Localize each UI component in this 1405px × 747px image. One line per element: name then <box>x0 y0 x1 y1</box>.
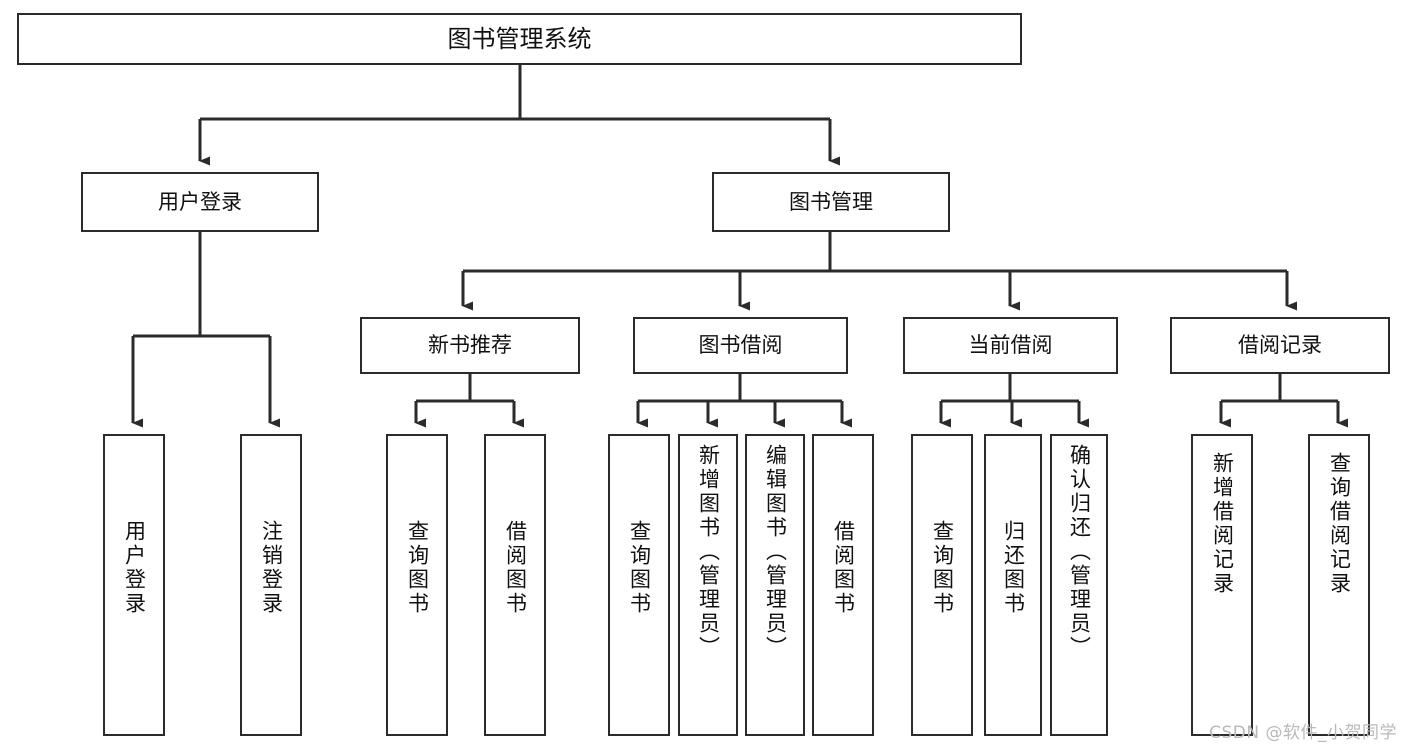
node-label: 用户登录 <box>158 189 242 214</box>
leaf-confirm-return-admin[interactable]: 确认归还（管理员） <box>1050 434 1108 736</box>
leaf-user-login[interactable]: 用户登录 <box>103 434 165 736</box>
leaf-label: 借阅图书 <box>831 520 856 616</box>
leaf-add-borrow-record[interactable]: 新增借阅记录 <box>1191 434 1253 736</box>
leaf-label: 新增借阅记录 <box>1210 452 1235 596</box>
leaf-label: 查询图书 <box>930 520 955 616</box>
leaf-label: 查询图书 <box>405 520 430 616</box>
leaf-label: 注销登录 <box>259 520 284 616</box>
leaf-label: 归还图书 <box>1001 520 1026 616</box>
leaf-query-borrow-record[interactable]: 查询借阅记录 <box>1308 434 1370 736</box>
leaf-label: 查询图书 <box>627 520 652 616</box>
leaf-label: 用户登录 <box>122 520 147 616</box>
leaf-logout[interactable]: 注销登录 <box>240 434 302 736</box>
leaf-edit-book-admin[interactable]: 编辑图书（管理员） <box>745 434 805 736</box>
leaf-label: 查询借阅记录 <box>1327 452 1352 596</box>
node-label: 当前借阅 <box>968 333 1053 358</box>
node-label: 图书管理 <box>789 189 873 214</box>
node-current-borrow[interactable]: 当前借阅 <box>903 317 1118 374</box>
node-root-system[interactable]: 图书管理系统 <box>17 13 1022 65</box>
leaf-borrow-books[interactable]: 借阅图书 <box>812 434 874 736</box>
leaf-label: 新增图书（管理员） <box>696 444 721 660</box>
node-label: 新书推荐 <box>428 333 512 358</box>
node-new-book-recommend[interactable]: 新书推荐 <box>360 317 580 374</box>
leaf-return-books[interactable]: 归还图书 <box>984 434 1042 736</box>
leaf-query-books-borrow[interactable]: 查询图书 <box>608 434 670 736</box>
node-user-login[interactable]: 用户登录 <box>81 172 319 232</box>
leaf-borrow-books-recommend[interactable]: 借阅图书 <box>484 434 546 736</box>
leaf-query-books-recommend[interactable]: 查询图书 <box>386 434 448 736</box>
leaf-query-books-current[interactable]: 查询图书 <box>911 434 973 736</box>
node-book-management[interactable]: 图书管理 <box>712 172 950 232</box>
node-book-borrow[interactable]: 图书借阅 <box>633 317 848 374</box>
leaf-label: 编辑图书（管理员） <box>763 444 788 660</box>
leaf-add-book-admin[interactable]: 新增图书（管理员） <box>678 434 738 736</box>
node-label: 借阅记录 <box>1238 333 1322 358</box>
leaf-label: 借阅图书 <box>503 520 528 616</box>
node-label: 图书借阅 <box>698 333 783 358</box>
node-borrow-records[interactable]: 借阅记录 <box>1170 317 1390 374</box>
csdn-watermark: CSDN @软件_小贺同学 <box>1209 723 1397 743</box>
leaf-label: 确认归还（管理员） <box>1067 444 1092 660</box>
node-label: 图书管理系统 <box>447 24 592 53</box>
